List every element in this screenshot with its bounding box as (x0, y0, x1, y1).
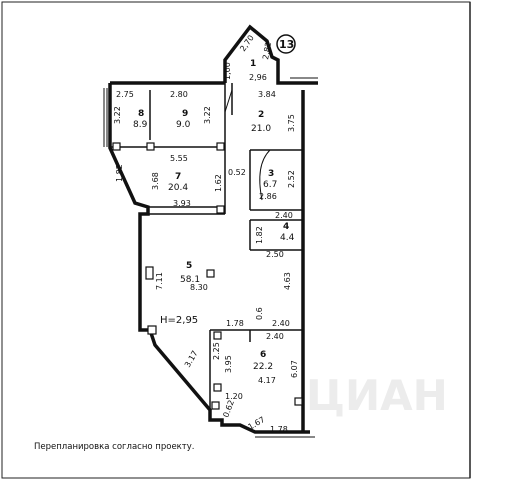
inner-walls (110, 83, 303, 410)
room-5-number: 5 (186, 261, 192, 271)
dim: 3.84 (258, 90, 276, 99)
door-arc (259, 149, 271, 201)
dim: 4.17 (258, 376, 276, 385)
ceiling-height: H=2,95 (160, 315, 198, 326)
dim: 3.68 (151, 172, 160, 190)
room-9-area: 9.0 (176, 120, 191, 130)
dim: 0.52 (228, 168, 246, 177)
dim: 2.40 (275, 211, 293, 220)
dim: 2,96 (249, 73, 267, 82)
dim: 4.63 (283, 272, 292, 290)
floor-badge (276, 34, 296, 54)
floor-badge-number: 13 (279, 38, 294, 51)
room-6-number: 6 (260, 350, 266, 360)
caption-note: Перепланировка согласно проекту. (34, 442, 195, 452)
room-7-number: 7 (175, 172, 181, 182)
room-3-number: 3 (268, 169, 274, 179)
watermark: ЦИАН (306, 371, 448, 420)
door-swing (224, 89, 233, 113)
dim: 2.40 (266, 332, 284, 341)
dim: 1.82 (255, 226, 264, 244)
dim: 3.75 (287, 114, 296, 132)
room-1-number: 1 (250, 59, 256, 69)
dim: 2.50 (266, 250, 284, 259)
outer-walls (108, 24, 318, 434)
room-5-area: 58.1 (180, 275, 200, 285)
dim: 0.62 (221, 399, 236, 419)
dim: 0.6 (255, 307, 264, 320)
room-6-area: 22.2 (253, 362, 273, 372)
room-8-area: 8.9 (133, 120, 148, 130)
dim: 1,00 (223, 62, 232, 80)
dim: 7.11 (155, 272, 164, 290)
dim: 8.30 (190, 283, 208, 292)
dim: 2.52 (287, 170, 296, 188)
room-3-area: 6.7 (263, 180, 277, 190)
dim: 2.40 (272, 319, 290, 328)
dim: 1.67 (247, 415, 267, 432)
dim: 3.17 (183, 349, 200, 369)
dim: 6.07 (290, 360, 299, 378)
dim: 3.93 (173, 199, 191, 208)
dim: 2,82 (261, 41, 273, 60)
dim: 3.22 (113, 106, 122, 124)
room-2-number: 2 (258, 110, 264, 120)
room-labels: 1 2 21.0 3 6.7 4 4.4 5 58.1 6 22.2 7 20.… (133, 59, 295, 372)
room-9-number: 9 (182, 109, 188, 119)
dim: 2.75 (116, 90, 134, 99)
room-4-number: 4 (283, 222, 289, 232)
dim: 3.22 (203, 106, 212, 124)
dim: 1.82 (115, 164, 124, 182)
dim: 1.78 (226, 319, 244, 328)
room-4-area: 4.4 (280, 233, 295, 243)
room-7-area: 20.4 (168, 183, 188, 193)
dim: 1.62 (214, 174, 223, 192)
room-8-number: 8 (138, 109, 144, 119)
dim: 2.80 (170, 90, 188, 99)
dim: 2.25 (212, 342, 221, 360)
columns (112, 142, 303, 410)
dim: 2.86 (259, 192, 277, 201)
dim: 1.78 (270, 425, 288, 434)
dim: 5.55 (170, 154, 188, 163)
dim: 3.95 (224, 355, 233, 373)
room-2-area: 21.0 (251, 124, 271, 134)
dim: 1.20 (225, 392, 243, 401)
